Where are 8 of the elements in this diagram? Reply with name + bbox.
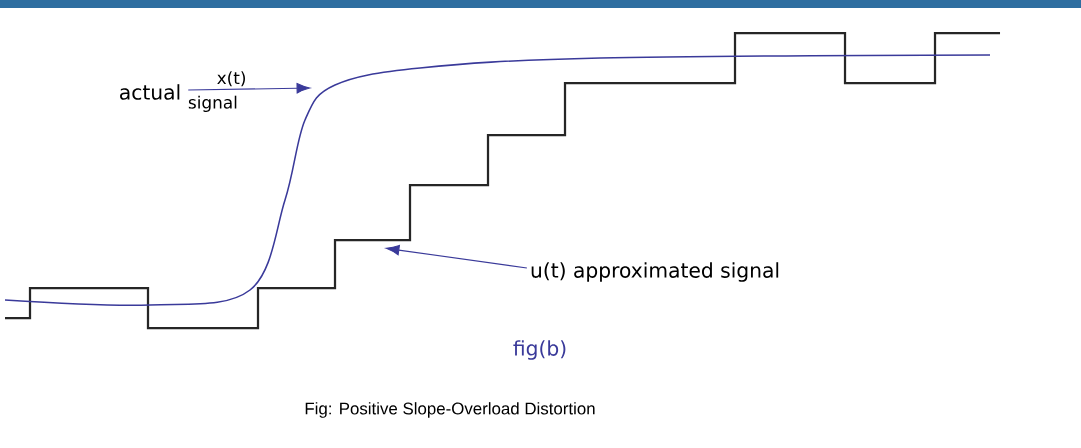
edge-label: x(t) [217, 71, 245, 87]
leader-arrow [187, 83, 311, 94]
handwritten-label: u(t) approximated signal [531, 262, 779, 282]
handwritten-label: signal [188, 95, 237, 112]
caption: Fig: Positive Slope-Overload Distortion [305, 402, 595, 418]
leader-arrow [385, 244, 528, 269]
handwritten-label: actual [120, 84, 180, 100]
figure-label: fig(b) [513, 340, 566, 360]
